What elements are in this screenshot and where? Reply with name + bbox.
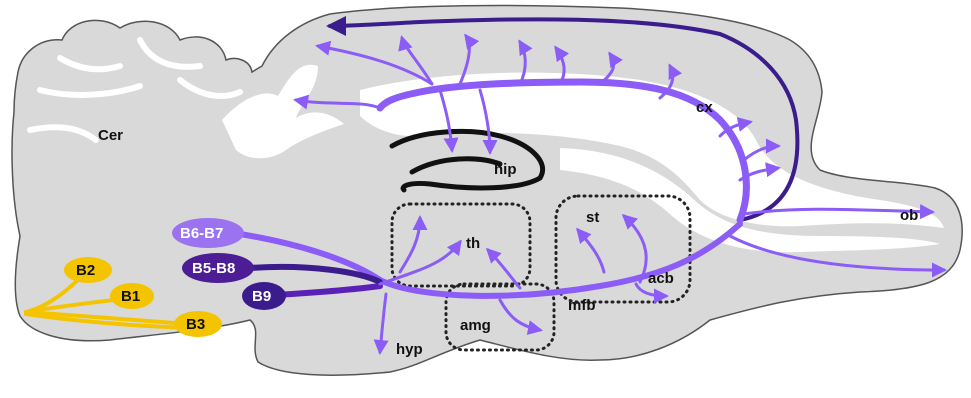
amg-label: amg (460, 317, 491, 334)
b3-label: B3 (186, 316, 205, 333)
st-label: st (586, 209, 599, 226)
mfb-label: mfb (568, 297, 596, 314)
th-label: th (466, 235, 480, 252)
b5-b8-label: B5-B8 (192, 260, 235, 277)
b2-label: B2 (76, 262, 95, 279)
b6-b7-label: B6-B7 (180, 225, 223, 242)
acb-label: acb (648, 270, 674, 287)
b9-label: B9 (252, 288, 271, 305)
cx-label: cx (696, 99, 713, 116)
hip-label: hip (494, 161, 517, 178)
hyp-label: hyp (396, 341, 423, 358)
ob-label: ob (900, 207, 918, 224)
b1-label: B1 (121, 288, 140, 305)
cer-label: Cer (98, 127, 123, 144)
